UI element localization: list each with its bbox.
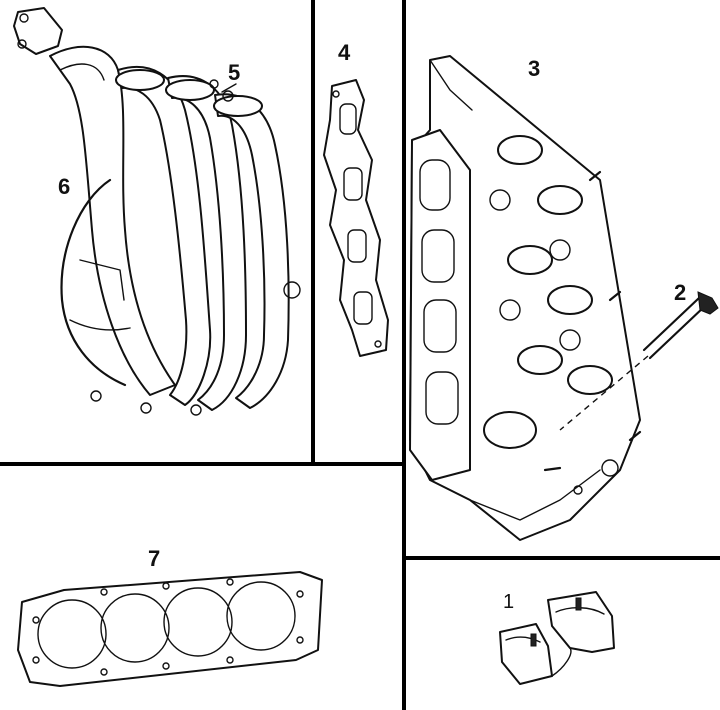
head-bolt-drawing — [559, 291, 719, 431]
cylinder-head-drawing — [409, 55, 642, 541]
part-label-4: 4 — [338, 40, 351, 65]
head-gasket-drawing — [17, 571, 323, 687]
part-label-1: 1 — [503, 591, 514, 613]
part-label-2: 2 — [674, 280, 686, 305]
part5-leader — [221, 83, 237, 93]
bearing-caps-drawing — [499, 591, 615, 685]
intake-manifold-drawing — [13, 7, 301, 416]
intake-gasket-drawing — [323, 79, 389, 357]
part-label-6: 6 — [58, 174, 70, 199]
part-label-5: 5 — [228, 60, 240, 85]
part-label-3: 3 — [528, 56, 540, 81]
part-label-7: 7 — [148, 546, 160, 571]
